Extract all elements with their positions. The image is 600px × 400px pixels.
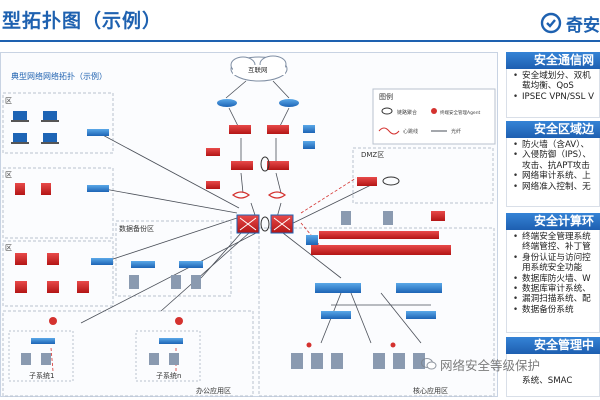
panel-item: 网络审计系统、上	[513, 171, 599, 182]
shield-logo-icon	[540, 12, 562, 34]
subsystem-label-1: 子系统1	[29, 371, 54, 380]
audit-device-icon	[206, 125, 315, 189]
legend-heartbeat-icon	[378, 127, 400, 135]
dmz-zone-label: DMZ区	[361, 151, 384, 159]
legend-label-fiber: 光纤	[451, 128, 461, 135]
panel-item: 入侵防御（IPS）、	[513, 150, 599, 161]
title-rule	[0, 40, 600, 42]
core-zone-label: 核心应用区	[413, 386, 448, 395]
subsystem-box-1	[8, 330, 74, 382]
panel-area-boundary-body: 防火墙（含AV）、 入侵防御（IPS）、 攻击、抗APT攻击 网络审计系统、上 …	[506, 138, 600, 207]
zone-box-office	[2, 310, 254, 397]
panel-security-mgmt-header: 安全管理中	[506, 337, 600, 354]
topology-canvas: 典型网络网络拓扑（示例） 区 区 区 数据备份区 DMZ区 办公应用区 核心应用…	[2, 55, 496, 397]
waf-icon	[231, 191, 287, 199]
heartbeat-link-icon	[260, 216, 270, 232]
office-zone-label: 办公应用区	[196, 386, 231, 395]
zone-box-mid-left	[2, 167, 114, 239]
security-device-icon	[15, 183, 89, 293]
zone-box-core	[258, 227, 495, 397]
panel-item: 安全域划分、双机	[513, 71, 599, 82]
panel-secure-comm-list: 安全域划分、双机 载均衡、QoS IPSEC VPN/SSL V	[513, 71, 599, 103]
zone-label-3: 区	[5, 244, 12, 252]
internet-label: 互联网	[248, 65, 268, 74]
panel-item: 数据库审计系统、	[513, 284, 599, 295]
watermark-text: 网络安全等级保护	[440, 357, 541, 373]
panel-item: 攻击、抗APT攻击	[522, 160, 590, 171]
zone-box-top-left	[2, 92, 114, 154]
zone-label-2: 区	[5, 171, 12, 179]
panel-compute-env-list: 终端安全管理系统 终端管控、补丁管 身份认证与访问控 用系统安全功能 数据库防火…	[513, 232, 599, 316]
legend-label-aggregation: 链路聚合	[397, 109, 417, 116]
panel-secure-comm-body: 安全域划分、双机 载均衡、QoS IPSEC VPN/SSL V	[506, 69, 600, 118]
panel-item: 终端管控、补丁管	[522, 242, 591, 253]
zone-box-backup	[115, 220, 232, 297]
wechat-icon	[421, 358, 437, 370]
internet-cloud-icon	[230, 55, 288, 82]
uplink-lines	[80, 80, 431, 344]
rack-server-icon	[21, 275, 425, 369]
panel-secure-comm-header: 安全通信网	[506, 52, 600, 69]
panel-security-mgmt: 安全管理中 系统、SMAC	[506, 337, 600, 397]
panel-compute-env: 安全计算环 终端安全管理系统 终端管控、补丁管 身份认证与访问控 用系统安全功能…	[506, 213, 600, 333]
legend-title: 图例	[379, 92, 393, 101]
dmz-firewall-icon	[357, 176, 400, 186]
zone-label-1: 区	[5, 97, 12, 105]
ips-device-icon	[311, 231, 451, 255]
router-icon	[217, 99, 299, 107]
legend-box	[372, 88, 496, 145]
zone-box-dmz	[352, 147, 494, 204]
legend-aggregation-icon	[381, 107, 393, 115]
brand-logo: 奇安	[540, 10, 600, 36]
panel-item: 数据库防火墙、W	[513, 274, 599, 285]
panel-item: 用系统安全功能	[522, 263, 583, 274]
panel-item: IPSEC VPN/SSL V	[513, 92, 599, 103]
diagram-subtitle: 典型网络网络拓扑（示例）	[11, 71, 107, 81]
panel-area-boundary-list: 防火墙（含AV）、 入侵防御（IPS）、 攻击、抗APT攻击 网络审计系统、上 …	[513, 140, 599, 192]
panel-item: 终端安全管理系统	[513, 232, 599, 243]
panel-secure-comm: 安全通信网 安全域划分、双机 载均衡、QoS IPSEC VPN/SSL V	[506, 52, 600, 118]
topology-diagram: 典型网络网络拓扑（示例） 区 区 区 数据备份区 DMZ区 办公应用区 核心应用…	[0, 52, 498, 397]
legend-agent-icon	[431, 108, 437, 114]
panel-item: 网络准入控制、无	[513, 182, 599, 193]
agent-icon	[49, 317, 396, 348]
brand-logo-text: 奇安	[566, 15, 600, 36]
panel-item: 系统、SMAC	[522, 376, 573, 386]
page-title: 型拓扑图（示例）	[2, 10, 163, 32]
panel-item: 漏洞扫描系统、配	[513, 294, 599, 305]
panel-item: 载均衡、QoS	[522, 81, 574, 92]
subsystem-box-n	[135, 330, 201, 382]
backup-zone-label: 数据备份区	[119, 224, 154, 233]
aggregation-link-icon	[260, 156, 270, 172]
panel-security-mgmt-list: 系统、SMAC	[513, 376, 599, 386]
zone-box-lower-left	[2, 240, 114, 307]
panel-area-boundary: 安全区域边 防火墙（含AV）、 入侵防御（IPS）、 攻击、抗APT攻击 网络审…	[506, 121, 600, 207]
panel-compute-env-body: 终端安全管理系统 终端管控、补丁管 身份认证与访问控 用系统安全功能 数据库防火…	[506, 230, 600, 333]
watermark: 网络安全等级保护	[421, 354, 540, 374]
legend-label-heartbeat: 心跳线	[403, 128, 418, 135]
panel-compute-env-header: 安全计算环	[506, 213, 600, 230]
core-switch-icon	[236, 214, 294, 234]
access-switch-icon	[31, 129, 436, 344]
panel-item: 身份认证与访问控	[513, 253, 599, 264]
panel-item: 防火墙（含AV）、	[513, 140, 599, 151]
laptop-icon	[11, 111, 59, 144]
server-icon	[306, 211, 445, 245]
panel-area-boundary-header: 安全区域边	[506, 121, 600, 138]
firewall-icon	[229, 125, 289, 170]
core-agg-switch-icon	[315, 283, 442, 293]
subsystem-label-n: 子系统n	[156, 371, 181, 380]
legend-label-agent: 终端安全管理Agent	[440, 109, 481, 116]
panel-item: 数据备份系统	[513, 305, 599, 316]
